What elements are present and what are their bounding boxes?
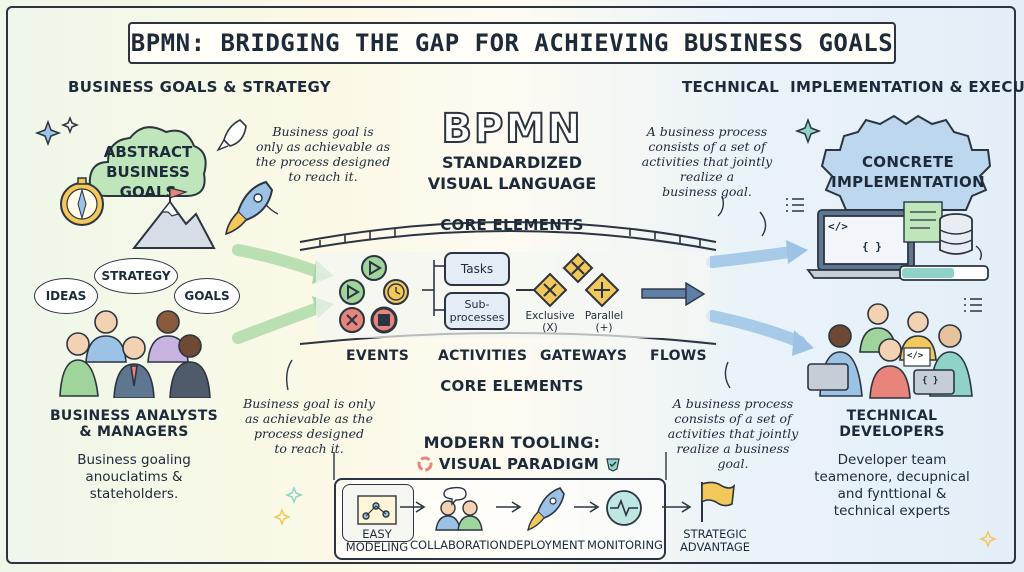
outer-frame: [6, 6, 1016, 564]
easy-modeling-label: EASY MODELING: [345, 527, 409, 554]
note-bottom-left: Business goal is only as achievable as t…: [243, 396, 375, 456]
braces-text: { }: [862, 240, 882, 253]
deployment-label: DEPLOYMENT: [507, 538, 585, 552]
parallel-label: Parallel (+): [584, 310, 624, 334]
strategy-bubble: STRATEGY: [94, 258, 178, 294]
title-banner: BPMN: BRIDGING THE GAP FOR ACHIEVING BUS…: [128, 22, 896, 64]
category-gateways: GATEWAYS: [540, 348, 628, 364]
subprocess-box: Sub- processes: [444, 292, 510, 330]
technical-developers-desc: Developer team teamenore, decupnical and…: [814, 452, 970, 519]
arrow-right-icon: [662, 501, 692, 513]
pulse-monitor-icon: [606, 490, 642, 526]
list-icon: [964, 298, 982, 312]
core-elements-top: CORE ELEMENTS: [440, 216, 584, 234]
people-chat-icon: [435, 486, 483, 531]
laptop-database-icon: [806, 201, 989, 281]
gear-icon: [820, 114, 992, 211]
business-team-illustration: [59, 310, 211, 398]
tooling-title: MODERN TOOLING:: [423, 433, 601, 452]
tooling-brand: VISUAL PARADIGM: [414, 454, 624, 474]
category-flows: FLOWS: [650, 348, 707, 364]
compass-icon: [60, 177, 104, 226]
arrow-right-icon: [400, 501, 426, 513]
cloud-icon: [88, 126, 207, 197]
dev-braces-text: { }: [922, 376, 939, 386]
code-tag-text: </>: [828, 220, 848, 233]
small-rocket-icon: [216, 119, 247, 152]
task-box: Tasks: [444, 252, 510, 286]
category-events: EVENTS: [346, 348, 410, 364]
mountain-flag-icon: [131, 187, 216, 249]
bpmn-gateways: [516, 252, 620, 308]
business-analysts-title: BUSINESS ANALYSTS & MANAGERS: [49, 408, 219, 440]
strategic-advantage-label: STRATEGIC ADVANTAGE: [679, 527, 751, 554]
exclusive-label: Exclusive (X): [525, 310, 575, 334]
sparkle-icon: [34, 115, 998, 549]
goals-bubble: GOALS: [174, 278, 240, 314]
core-elements-bottom: CORE ELEMENTS: [440, 377, 584, 395]
sequence-flow-arrow: [641, 282, 706, 306]
category-activities: ACTIVITIES: [438, 348, 528, 364]
note-top-left: Business goal is only as achievable as t…: [255, 124, 391, 184]
ideas-bubble: IDEAS: [34, 278, 98, 314]
note-bottom-right: A business process consists of a set of …: [667, 396, 799, 471]
diagram-icon: [357, 495, 397, 525]
rocket-icon: [224, 180, 274, 236]
arrow-right-icon: [574, 501, 600, 513]
visual-paradigm-logo-icon: [417, 456, 433, 472]
page-title: BPMN: BRIDGING THE GAP FOR ACHIEVING BUS…: [130, 29, 894, 57]
abstract-goals-label: ABSTRACT BUSINESS GOALS: [103, 143, 193, 201]
bpmn-events-cluster: [339, 255, 409, 334]
left-heading: BUSINESS GOALS & STRATEGY: [68, 78, 331, 96]
bpmn-logo: BPMN: [440, 105, 583, 153]
dev-code-tag-text: </>: [907, 351, 924, 361]
monitoring-label: MONITORING: [587, 538, 663, 552]
deployment-rocket-icon: [527, 487, 565, 532]
note-top-right: A business process consists of a set of …: [641, 124, 773, 199]
right-heading: TECHNICAL IMPLEMENTATION & EXECUTION: [682, 78, 1024, 96]
collaboration-label: COLLABORATION: [410, 538, 508, 552]
flag-icon: [701, 481, 736, 522]
business-analysts-desc: Business goaling anouclatims & statehold…: [77, 452, 191, 502]
bpmn-subtitle: STANDARDIZED VISUAL LANGUAGE: [427, 153, 597, 193]
arrow-right-icon: [496, 501, 522, 513]
developer-team-illustration: [807, 303, 973, 399]
concrete-implementation-label: CONCRETE IMPLEMENTATION: [831, 153, 985, 191]
list-icon: [786, 198, 804, 212]
checkmark-badge-icon: [606, 458, 620, 472]
technical-developers-title: TECHNICAL DEVELOPERS: [839, 408, 945, 440]
